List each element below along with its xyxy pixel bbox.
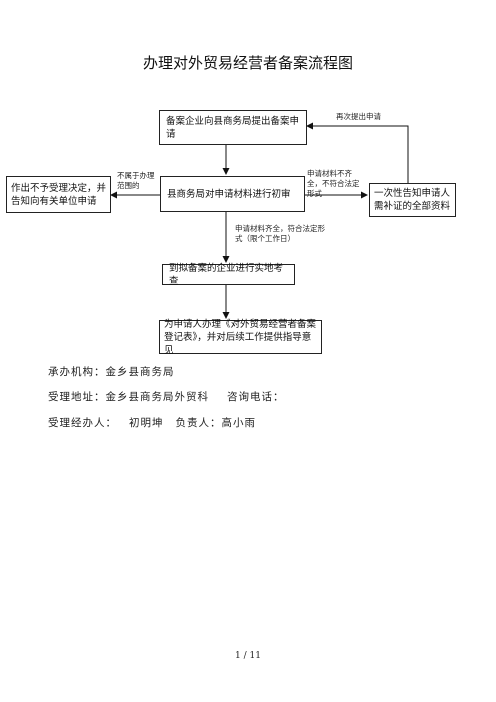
arrow-supplement-to-apply: [306, 122, 409, 183]
info-organization: 承办机构：金乡县商务局: [48, 366, 175, 378]
page-title: 办理对外贸易经营者备案流程图: [142, 54, 353, 72]
box-reject-decision: 作出不予受理决定，并告知向有关单位申请: [6, 176, 111, 213]
note-complete: 申请材料齐全，符合法定形式（限个工作日）: [235, 224, 325, 243]
note-reapply: 再次提出申请: [336, 112, 381, 121]
info-handlers: 受理经办人：初明坤负责人：高小雨: [48, 417, 256, 429]
box-issue-registration: 为申请人办理《对外贸易经营者备案登记表》，并对后续工作提供指导意见: [159, 319, 322, 356]
box-initial-review: 县商务局对申请材料进行初审: [160, 176, 305, 212]
box-site-inspection: 到拟备案的企业进行实地考查: [162, 263, 295, 287]
note-out-of-scope: 不属于办理范围的: [117, 171, 155, 190]
note-incomplete: 申请材料不齐全，不符合法定形式: [307, 169, 360, 198]
box-request-supplement: 一次性告知申请人需补证的全部资料: [369, 183, 456, 217]
page-number: 1 / 11: [235, 651, 261, 661]
box-submit-application: 备案企业向县商务局提出备案申请: [159, 110, 307, 145]
info-address: 受理地址：金乡县商务局外贸科咨询电话：: [48, 391, 285, 403]
